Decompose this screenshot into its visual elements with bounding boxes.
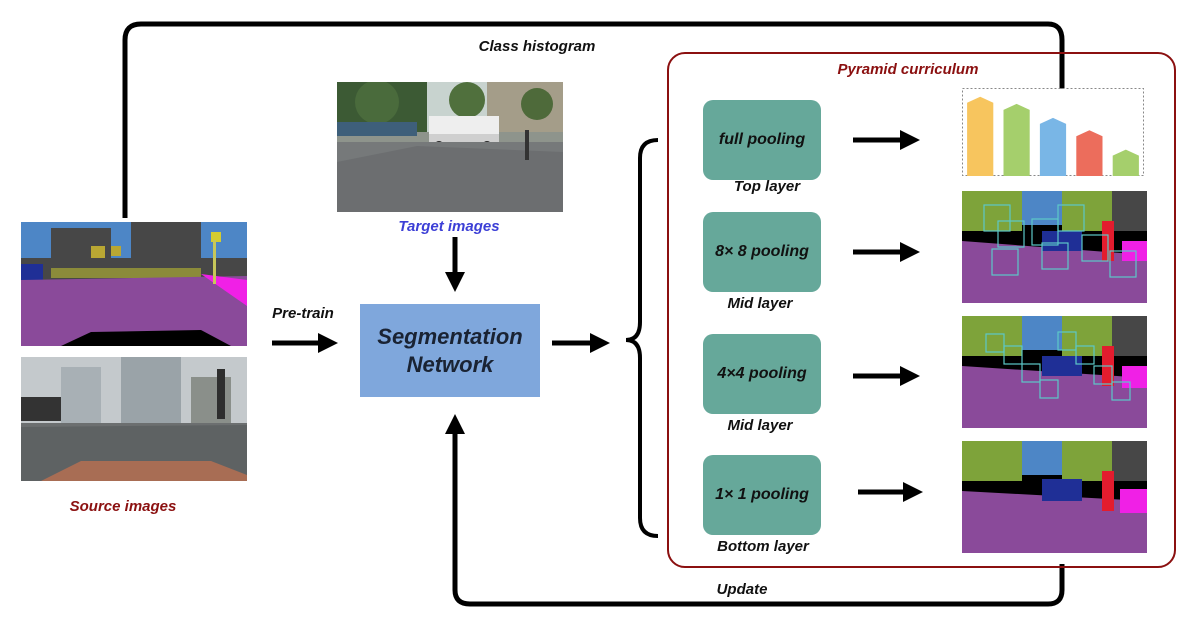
bottom-layer-label: Bottom layer	[717, 538, 809, 555]
source-images-label: Source images	[69, 498, 177, 515]
pooling-4x4-box: 4×4 pooling	[703, 334, 821, 414]
histogram-bar	[1039, 117, 1067, 176]
histogram-bar	[1112, 149, 1139, 176]
full-pooling-box: full pooling	[703, 100, 821, 180]
pretrain-label: Pre-train	[272, 305, 334, 322]
pyramid-curriculum-label: Pyramid curriculum	[837, 61, 979, 78]
pyramid-curriculum-frame	[667, 52, 1176, 568]
segmentation-network-box: Segmentation Network	[360, 304, 540, 397]
pooling-8x8-box: 8× 8 pooling	[703, 212, 821, 292]
network-title-line2: Network	[406, 351, 494, 377]
top-layer-label: Top layer	[733, 178, 801, 195]
segmentation-output-1x1	[962, 441, 1147, 553]
histogram-bar	[967, 96, 994, 176]
histogram-bar	[1003, 103, 1030, 176]
class-histogram-chart	[962, 88, 1144, 176]
class-histogram-label: Class histogram	[478, 38, 596, 55]
update-arrow	[445, 414, 1065, 607]
segmentation-output-4x4	[962, 316, 1147, 428]
target-images-label: Target images	[398, 218, 500, 235]
curly-bracket	[625, 138, 659, 538]
mid-layer-label-1: Mid layer	[727, 295, 793, 312]
network-title-line1: Segmentation	[377, 323, 523, 349]
source-image-photo	[21, 357, 247, 481]
target-image	[337, 82, 563, 212]
mid-layer-label-2: Mid layer	[727, 417, 793, 434]
histogram-bar	[1076, 130, 1103, 176]
pooling-1x1-box: 1× 1 pooling	[703, 455, 821, 535]
source-image-segmentation	[21, 222, 247, 346]
class-histogram-arrow	[122, 21, 1072, 218]
update-label: Update	[716, 581, 768, 598]
segmentation-output-8x8	[962, 191, 1147, 303]
